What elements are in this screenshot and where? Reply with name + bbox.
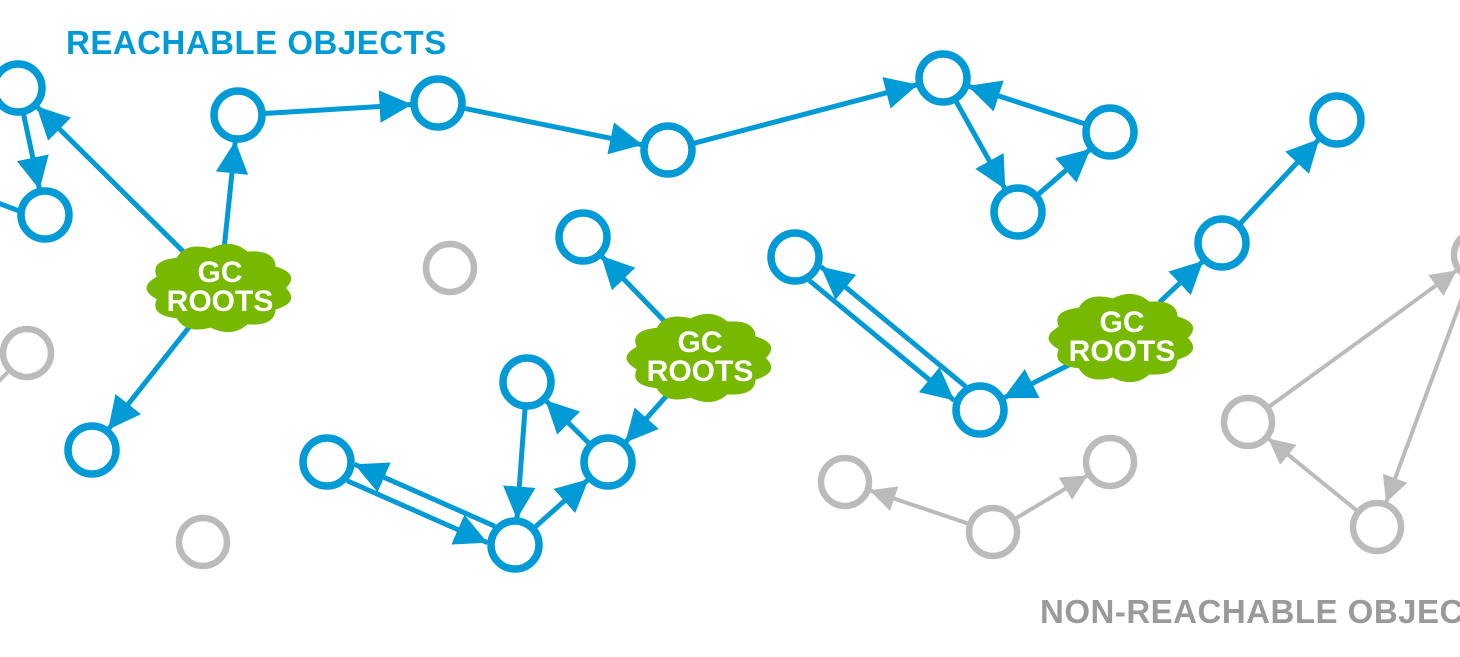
edge-stub <box>0 201 23 215</box>
gc-label: GC <box>678 326 723 359</box>
non-reachable-object-g4 <box>817 454 873 510</box>
reachable-object-M <box>580 434 636 490</box>
edge-g9-to-g7 <box>1266 436 1359 513</box>
roots-label: ROOTS <box>647 355 754 388</box>
edge-N-to-O <box>346 478 489 546</box>
reachable-object-F <box>915 50 971 106</box>
reachable-object-G <box>1082 104 1138 160</box>
cloud-icon <box>1048 293 1194 383</box>
reachable-object-K <box>555 209 611 265</box>
edge-root1-to-A <box>34 104 187 256</box>
reachable-object-P <box>767 229 823 285</box>
edge-A-to-B <box>16 112 49 191</box>
reachable-object-N <box>299 434 355 490</box>
edge-L-to-O <box>503 407 536 520</box>
gc-label: GC <box>1100 306 1145 339</box>
edge-R-to-I <box>1237 137 1322 226</box>
reachable-object-L <box>499 354 555 410</box>
reachable-object-R <box>1194 215 1250 271</box>
non-reachable-object-g5 <box>965 504 1021 560</box>
edge-g5-to-g4 <box>868 486 970 526</box>
edges-layer <box>0 77 1460 546</box>
non-reachable-objects-label: NON-REACHABLE OBJECTS <box>1040 593 1460 630</box>
edge-D-to-E <box>462 105 644 155</box>
edge-root3-to-R <box>1157 259 1205 305</box>
reachable-object-D <box>410 75 466 131</box>
reachable-object-H <box>990 184 1046 240</box>
gc-label: GC <box>198 256 243 289</box>
reachable-objects-label: REACHABLE OBJECTS <box>66 24 447 61</box>
edge-root2-to-M <box>623 393 669 445</box>
nodes-layer <box>0 50 1460 573</box>
cloud-icon <box>626 313 772 403</box>
edge-g2-to-offscreen-left <box>0 369 11 383</box>
edge-H-to-G <box>1035 147 1093 197</box>
reachable-object-A <box>0 60 46 116</box>
non-reachable-object-g2 <box>0 325 55 381</box>
non-reachable-object-g3 <box>175 514 231 570</box>
non-reachable-object-g1 <box>422 240 478 296</box>
non-reachable-object-g7 <box>1220 394 1276 450</box>
edge-g7-to-g8 <box>1267 268 1459 409</box>
reachable-object-B <box>17 187 73 243</box>
roots-label: ROOTS <box>1069 335 1176 368</box>
edge-g8-to-g9 <box>1382 297 1460 504</box>
non-reachable-object-g6 <box>1082 434 1138 490</box>
edge-Q-to-P <box>819 264 968 389</box>
edge-root1-to-J <box>106 323 193 432</box>
edge-E-to-F <box>692 77 919 146</box>
non-reachable-object-g9 <box>1349 499 1405 555</box>
reachable-object-E <box>640 122 696 178</box>
edge-C-to-D <box>263 90 413 123</box>
reachable-object-J <box>64 422 120 478</box>
non-reachable-object-g8 <box>1450 234 1460 276</box>
reachable-object-O <box>487 517 543 573</box>
roots-label: ROOTS <box>167 285 274 318</box>
edge-root2-to-K <box>599 253 667 324</box>
reachable-object-Q <box>952 382 1008 438</box>
reachable-object-I <box>1309 92 1365 148</box>
edge-F-to-H <box>953 99 1008 191</box>
edge-M-to-L <box>543 398 592 446</box>
edge-O-to-M <box>532 477 591 530</box>
edge-G-to-F <box>966 80 1087 127</box>
edge-root1-to-C <box>215 140 249 247</box>
cloud-icon <box>146 243 292 333</box>
edge-g5-to-g6 <box>1014 473 1089 521</box>
edge-root3-to-Q <box>1002 361 1072 401</box>
edge-P-to-Q <box>807 278 956 403</box>
reachable-object-C <box>210 87 266 143</box>
